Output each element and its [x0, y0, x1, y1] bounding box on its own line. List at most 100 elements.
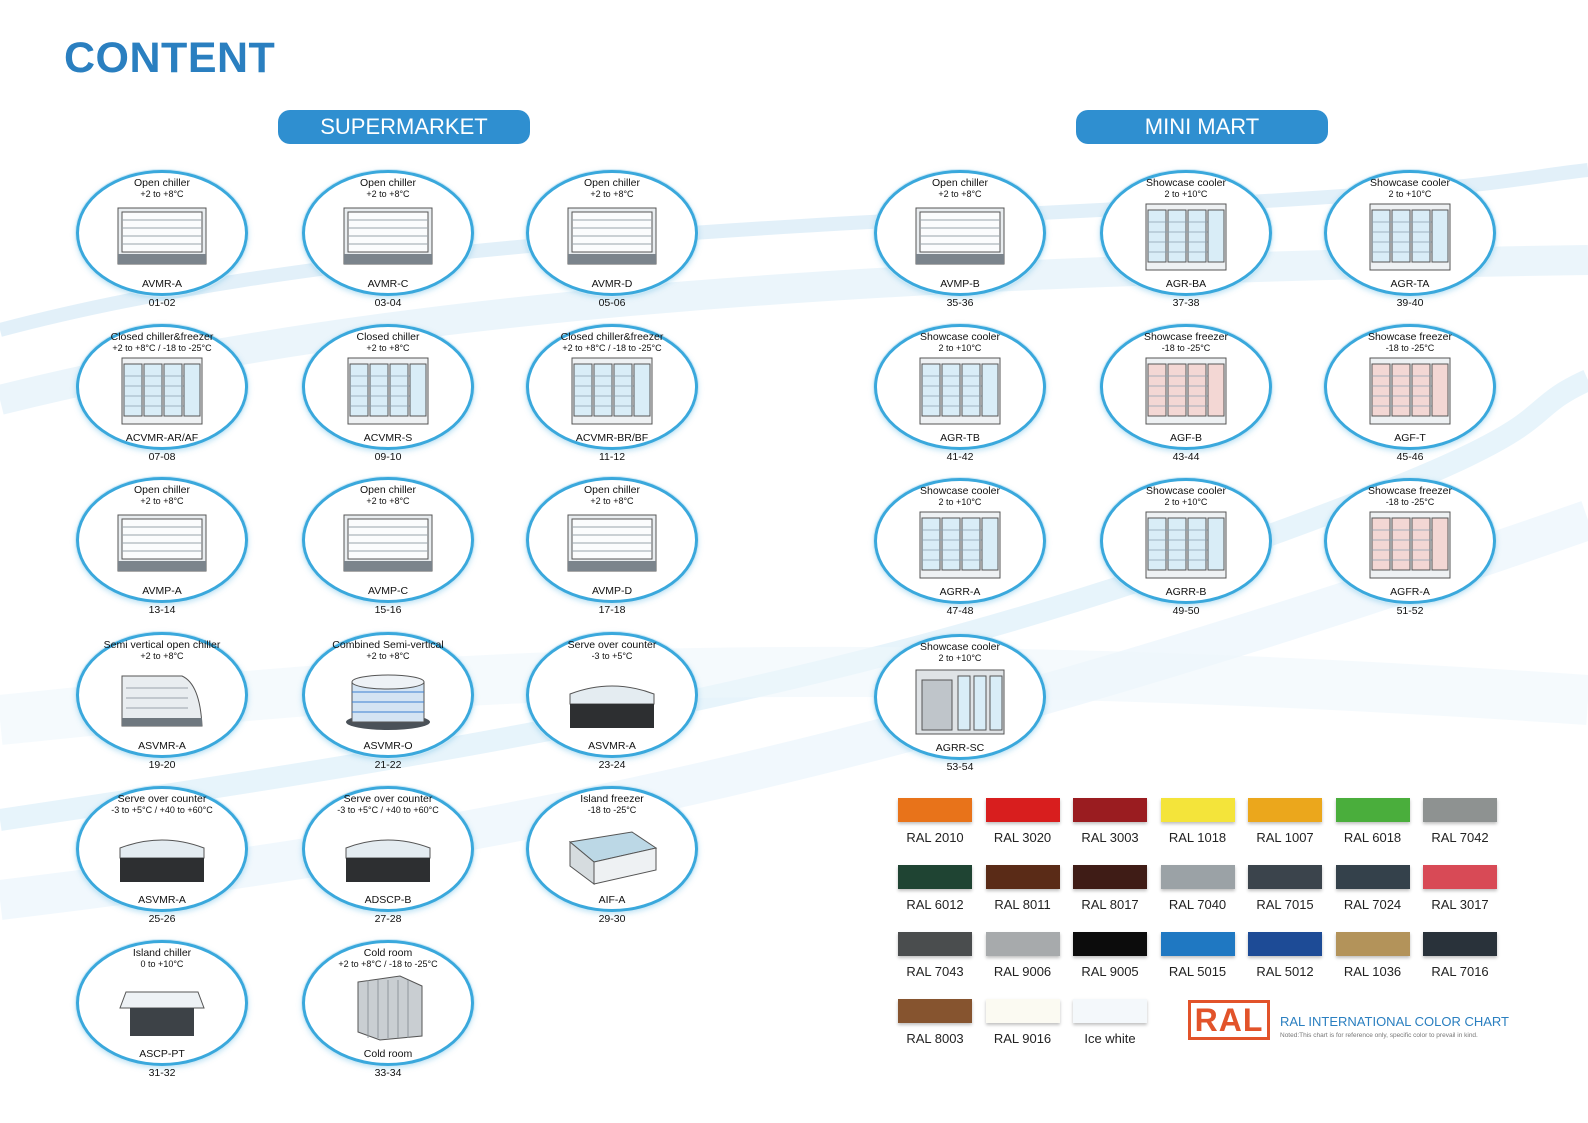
- color-chip: [985, 865, 1060, 889]
- page-range: 17-18: [598, 604, 626, 616]
- page-range: 39-40: [1396, 297, 1424, 309]
- swatch-label: RAL 2010: [906, 830, 964, 845]
- product-title: Semi vertical open chiller: [103, 639, 221, 651]
- color-chip: [985, 932, 1060, 956]
- ral-swatch: RAL 1018: [1160, 798, 1235, 854]
- color-chip: [1073, 932, 1147, 956]
- ral-swatch: RAL 9006: [985, 932, 1060, 988]
- product-title: Open chiller: [931, 177, 989, 189]
- semi-vertical-chiller-icon: [112, 664, 212, 734]
- open-chiller-icon: [562, 202, 662, 272]
- swatch-label: RAL 5012: [1256, 964, 1314, 979]
- ral-chart-title: RAL INTERNATIONAL COLOR CHART: [1280, 1014, 1509, 1029]
- color-chip: [898, 865, 972, 889]
- serve-over-counter-icon: [112, 818, 212, 888]
- color-chip: [1335, 865, 1410, 889]
- swatch-label: RAL 3020: [993, 830, 1052, 845]
- color-chip: [1073, 865, 1147, 889]
- product-temperature: -18 to -25°C: [1385, 343, 1435, 353]
- product-model: AGF-T: [1394, 432, 1426, 444]
- product-oval-frame: [302, 170, 474, 296]
- color-chip: [985, 999, 1060, 1023]
- product-title: Closed chiller: [356, 331, 420, 343]
- ral-swatch: RAL 2010: [898, 798, 972, 854]
- product-title: Showcase cooler: [920, 331, 1000, 343]
- ral-swatch: RAL 3020: [985, 798, 1060, 854]
- glass-door-cooler-icon: [910, 356, 1010, 426]
- swatch-label: RAL 9016: [993, 1031, 1052, 1046]
- product-model: AVMR-C: [367, 278, 409, 290]
- catalog-item: Serve over counter-3 to +5°C / +40 to +6…: [302, 786, 474, 936]
- ral-swatch: RAL 5012: [1248, 932, 1322, 988]
- swatch-label: RAL 7042: [1431, 830, 1489, 845]
- color-chip: [1160, 865, 1235, 889]
- color-chip: [1248, 932, 1322, 956]
- product-title: Serve over counter: [117, 793, 207, 805]
- product-model: AVMP-B: [940, 278, 980, 290]
- open-chiller-icon: [338, 202, 438, 272]
- product-temperature: +2 to +8°C: [140, 496, 184, 506]
- ral-swatch: RAL 3003: [1073, 798, 1147, 854]
- product-title: Cold room: [363, 947, 413, 959]
- product-title: Showcase freezer: [1143, 331, 1229, 343]
- swatch-label: RAL 1036: [1343, 964, 1402, 979]
- ral-swatch: Ice white: [1073, 999, 1147, 1055]
- ral-swatch: RAL 7043: [898, 932, 972, 988]
- product-title: Showcase cooler: [920, 641, 1000, 653]
- swatch-label: RAL 5015: [1168, 964, 1227, 979]
- page-range: 07-08: [148, 451, 176, 463]
- product-temperature: -3 to +5°C / +40 to +60°C: [337, 805, 439, 815]
- cold-room-icon: [338, 972, 438, 1042]
- ral-swatch: RAL 1036: [1335, 932, 1410, 988]
- product-title: Island freezer: [580, 793, 644, 805]
- product-model: AVMP-C: [367, 585, 409, 597]
- product-temperature: +2 to +8°C: [590, 189, 634, 199]
- product-title: Island chiller: [132, 947, 192, 959]
- product-temperature: 2 to +10°C: [938, 653, 982, 663]
- swatch-label: RAL 7015: [1256, 897, 1314, 912]
- ral-swatch: RAL 6012: [898, 865, 972, 921]
- page-range: 15-16: [374, 604, 402, 616]
- product-title: Open chiller: [133, 484, 191, 496]
- ral-swatch: RAL 8003: [898, 999, 972, 1055]
- product-model: ADSCP-B: [364, 894, 412, 906]
- product-temperature: +2 to +8°C / -18 to -25°C: [112, 343, 212, 353]
- swatch-label: RAL 7043: [906, 964, 964, 979]
- product-temperature: -3 to +5°C / +40 to +60°C: [111, 805, 213, 815]
- product-model: AGR-BA: [1165, 278, 1207, 290]
- product-model: AVMP-A: [142, 585, 182, 597]
- product-temperature: -18 to -25°C: [1161, 343, 1211, 353]
- round-island-chiller-icon: [338, 664, 438, 734]
- product-temperature: +2 to +8°C: [590, 496, 634, 506]
- swatch-label: RAL 8003: [906, 1031, 964, 1046]
- product-title: Closed chiller&freezer: [110, 331, 214, 343]
- product-temperature: +2 to +8°C: [366, 343, 410, 353]
- glass-door-cooler-icon: [910, 510, 1010, 580]
- swatch-label: RAL 9006: [993, 964, 1052, 979]
- glass-door-cooler-icon: [1136, 202, 1236, 272]
- product-model: AVMR-A: [141, 278, 183, 290]
- product-title: Combined Semi-vertical: [332, 639, 444, 651]
- color-chip: [1073, 798, 1147, 822]
- product-oval-frame: [76, 324, 248, 450]
- product-model: Cold room: [363, 1048, 413, 1060]
- product-title: Open chiller: [359, 177, 417, 189]
- product-model: AGR-TA: [1390, 278, 1430, 290]
- product-model: AGFR-A: [1390, 586, 1430, 598]
- product-model: AGF-B: [1169, 432, 1203, 444]
- catalog-item: Closed chiller&freezer+2 to +8°C / -18 t…: [526, 324, 698, 474]
- ral-swatch: RAL 8017: [1073, 865, 1147, 921]
- color-chip: [898, 932, 972, 956]
- ral-swatch: RAL 6018: [1335, 798, 1410, 854]
- open-chiller-icon: [562, 509, 662, 579]
- color-chip: [1160, 932, 1235, 956]
- product-model: ASVMR-A: [138, 894, 186, 906]
